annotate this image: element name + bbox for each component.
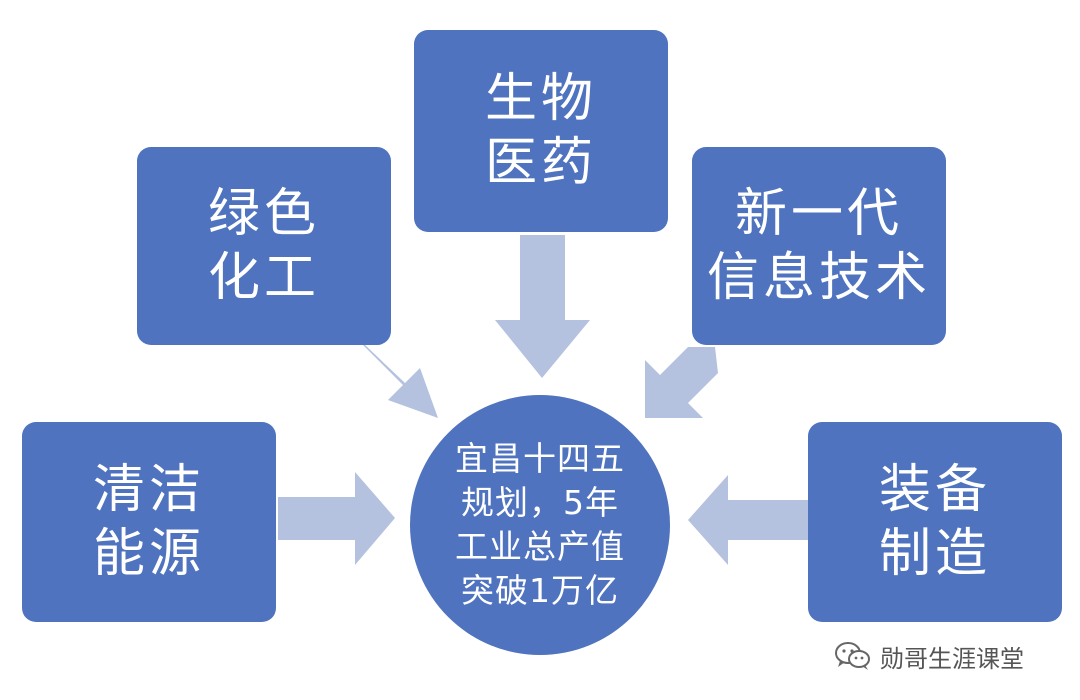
box-biomedicine: 生物 医药 <box>414 30 668 232</box>
box-clean-energy-line-1: 清洁 <box>92 460 205 520</box>
box-equipment-line-1: 装备 <box>878 460 991 520</box>
arrow-it <box>645 347 718 418</box>
box-biomedicine-line-1: 生物 <box>484 69 597 129</box>
box-clean-energy: 清洁 能源 <box>22 422 276 622</box>
box-new-it: 新一代 信息技术 <box>692 147 946 345</box>
box-new-it-line-1: 新一代 <box>734 184 903 244</box>
arrow-bio <box>495 235 590 378</box>
center-line-3: 工业总产值 <box>455 527 625 566</box>
arrow-clean <box>278 472 395 565</box>
arrow-equip <box>688 475 808 565</box>
box-clean-energy-line-2: 能源 <box>92 524 205 584</box>
watermark: 勋哥生涯课堂 <box>834 636 1024 676</box>
watermark-text: 勋哥生涯课堂 <box>880 644 1024 673</box>
box-biomedicine-line-2: 医药 <box>484 133 597 193</box>
box-green-chemical-line-2: 化工 <box>207 248 320 308</box>
center-line-1: 宜昌十四五 <box>455 439 625 478</box>
box-new-it-line-2: 信息技术 <box>706 248 931 308</box>
box-equipment: 装备 制造 <box>808 422 1062 622</box>
box-equipment-line-2: 制造 <box>878 524 991 584</box>
box-green-chemical-line-1: 绿色 <box>207 184 320 244</box>
center-circle: 宜昌十四五 规划，5年 工业总产值 突破1万亿 <box>410 395 670 655</box>
center-line-2: 规划，5年 <box>461 483 619 522</box>
arrow-green <box>337 345 438 418</box>
center-line-4: 突破1万亿 <box>461 571 619 610</box>
wechat-icon <box>835 642 870 670</box>
box-green-chemical: 绿色 化工 <box>137 147 391 345</box>
